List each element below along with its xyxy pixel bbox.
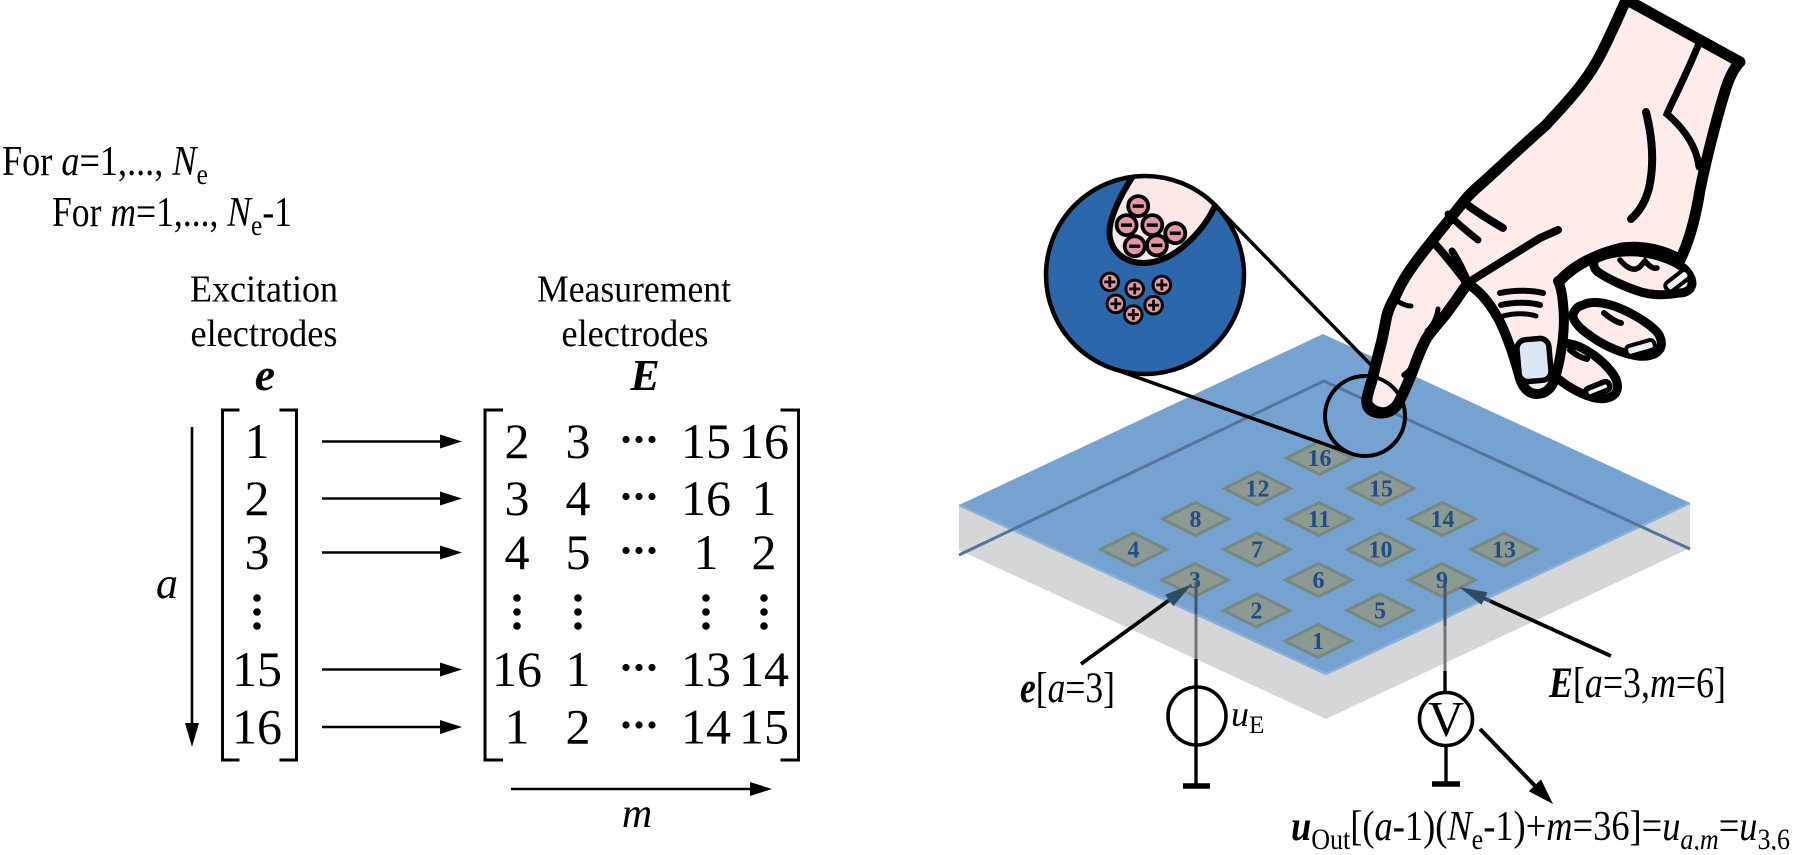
svg-text:4: 4 <box>505 524 530 580</box>
svg-text:3: 3 <box>245 524 270 580</box>
svg-text:4: 4 <box>1128 538 1140 564</box>
svg-text:V: V <box>1428 691 1464 747</box>
svg-text:16: 16 <box>681 470 731 526</box>
svg-text:6: 6 <box>1313 568 1325 594</box>
svg-text:16: 16 <box>232 698 282 754</box>
svg-text:8: 8 <box>1190 507 1202 533</box>
svg-text:3: 3 <box>1189 568 1201 594</box>
svg-text:16: 16 <box>492 641 542 697</box>
svg-text:5: 5 <box>1374 599 1386 625</box>
svg-text:E[a=3,m=6]: E[a=3,m=6] <box>1548 660 1726 707</box>
svg-text:u: u <box>1231 694 1249 734</box>
svg-text:For a=1,..., Ne: For a=1,..., Ne <box>2 139 208 191</box>
svg-text:14: 14 <box>681 698 731 754</box>
svg-text:Excitation: Excitation <box>190 269 338 311</box>
svg-text:m: m <box>622 791 652 837</box>
svg-text:1: 1 <box>245 413 270 469</box>
svg-text:1: 1 <box>566 641 591 697</box>
svg-text:1: 1 <box>694 524 719 580</box>
svg-text:13: 13 <box>1492 538 1516 564</box>
svg-text:5: 5 <box>566 524 591 580</box>
svg-text:7: 7 <box>1251 538 1263 564</box>
svg-text:11: 11 <box>1308 507 1331 533</box>
svg-text:1: 1 <box>752 470 777 526</box>
svg-text:15: 15 <box>232 641 282 697</box>
svg-text:15: 15 <box>1369 477 1393 503</box>
svg-text:electrodes: electrodes <box>562 313 709 355</box>
svg-text:15: 15 <box>739 698 789 754</box>
svg-text:e: e <box>255 349 275 400</box>
svg-text:1: 1 <box>1312 629 1324 655</box>
svg-text:3: 3 <box>566 413 591 469</box>
svg-text:Measurement: Measurement <box>537 269 731 311</box>
svg-text:electrodes: electrodes <box>191 313 338 355</box>
svg-text:2: 2 <box>245 470 270 526</box>
svg-text:e[a=3]: e[a=3] <box>1020 665 1115 712</box>
svg-text:2: 2 <box>1251 599 1263 625</box>
svg-text:12: 12 <box>1246 477 1270 503</box>
svg-text:16: 16 <box>739 413 789 469</box>
svg-text:10: 10 <box>1369 538 1393 564</box>
svg-text:2: 2 <box>752 524 777 580</box>
svg-text:a: a <box>156 559 178 608</box>
svg-text:16: 16 <box>1308 446 1332 472</box>
svg-text:2: 2 <box>505 413 530 469</box>
svg-text:15: 15 <box>681 413 731 469</box>
svg-text:2: 2 <box>566 698 591 754</box>
svg-text:E: E <box>629 351 659 400</box>
svg-text:14: 14 <box>1431 507 1455 533</box>
svg-text:14: 14 <box>739 641 789 697</box>
svg-text:4: 4 <box>566 470 591 526</box>
svg-text:3: 3 <box>505 470 530 526</box>
svg-text:E: E <box>1249 712 1264 739</box>
svg-text:uOut[(a-1)(Ne-1)+m=36]=ua,m=u3: uOut[(a-1)(Ne-1)+m=36]=ua,m=u3,6 <box>1291 804 1790 850</box>
svg-text:1: 1 <box>505 698 530 754</box>
svg-text:13: 13 <box>681 641 731 697</box>
